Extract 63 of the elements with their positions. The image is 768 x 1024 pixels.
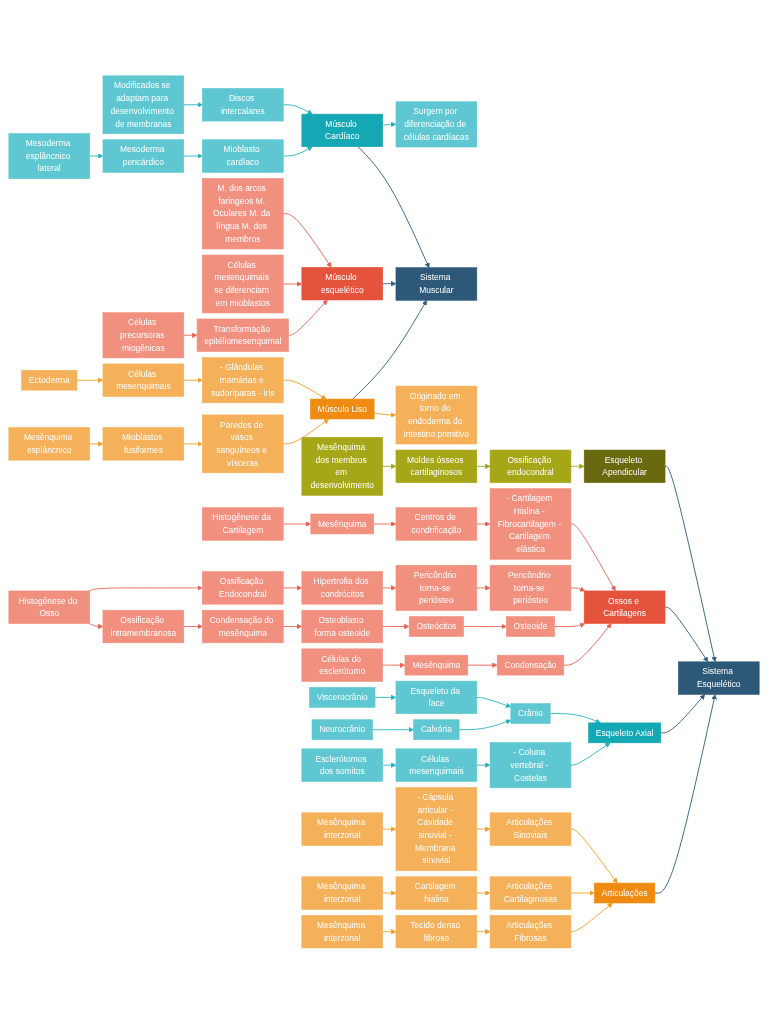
node-box: Mesoderma esplâncnico lateral (8, 133, 90, 180)
node-box: Moldes ósseos cartilaginosos (395, 449, 478, 484)
node-box: - Cartilagem Hialina - Fibrocartilagem - Cartilagem elástica (489, 488, 572, 560)
node-box: Cartilagem hialina (395, 876, 478, 910)
node-box: Osteócitos (408, 616, 464, 637)
node-box: Esqueleto da face (395, 680, 478, 715)
node-box: Histogênese do Osso (8, 590, 90, 624)
node-box: Células mesenquimais (395, 748, 478, 782)
node-box: Viscerocrânio (309, 687, 376, 708)
node-box: Sistema Esquelético (678, 661, 760, 695)
node-box: Células do esclerótomo (301, 648, 383, 682)
node-box: Osteoblasto forma osteoide (301, 610, 383, 644)
node-box: Modificados se adaptam para desenvolvimento de membranas (102, 75, 185, 135)
node-box: Pericôndrio torna-se periósteo (489, 565, 572, 611)
node-box: Surgem por diferenciação de células cardíacas (395, 101, 478, 148)
node-box: Tecido denso fibroso (395, 915, 478, 949)
node-box: Ossificação endocondral (489, 449, 572, 484)
node-box: Originado em torno do endoderma do intestino primitivo (395, 385, 478, 445)
node-box: Hipertrofia dos condrócitos (301, 571, 383, 605)
node-box: M. dos arcos faríngeos M. Oculares M. da língua M. dos membros (202, 178, 284, 250)
node-box: Mesênquima interzonal (301, 812, 383, 846)
node-box: Crânio (510, 703, 551, 724)
node-box: Articulações Sinoviais (489, 812, 572, 846)
node-box: Ossos e Cartilagens (583, 590, 666, 624)
node-box: Discos intercalares (202, 88, 284, 122)
node-box: Ectoderma (21, 370, 78, 391)
node-box: Pericôndrio torna-se periósteo (395, 565, 478, 611)
node-box: Esqueleto Axial (588, 722, 662, 744)
node-box: Ossificação intramembranosa (102, 610, 185, 644)
node-box: Centros de condrificação (395, 507, 478, 541)
node-box: Mesênquima dos membros em desenvolvimento (301, 437, 383, 496)
node-box: Articulações (594, 882, 656, 904)
node-box: Mesênquima (310, 513, 374, 535)
node-box: Esclerótomos dos somitos (301, 748, 383, 782)
node-box: Ossificação Endocondral (202, 571, 284, 605)
node-box: Mesoderma pericárdico (102, 139, 185, 173)
node-box: Sistema Muscular (395, 267, 478, 301)
node-box: Músculo Cardíaco (301, 113, 383, 148)
node-box: Células mesenquimais se diferenciam em mioblastos (202, 254, 284, 314)
node-box: Músculo Liso (310, 398, 375, 420)
node-box: - Coluna vertebral - Costelas (489, 742, 572, 789)
node-box: Mesênquima (404, 655, 469, 676)
node-box: - Cápsula articular - Cavidade sinovial - Membrana sinovial (395, 787, 478, 872)
node-box: Esqueleto Apendicular (583, 449, 666, 484)
node-box: Células precursoras miogênicas (102, 312, 185, 359)
node-box: Mesênquima esplâncnico (8, 427, 90, 461)
node-box: Paredes de vasos sanguíneos e vísceras (202, 414, 284, 474)
node-box: Articulações Cartilaginosas (489, 876, 572, 910)
node-box: Células mesenquimais (102, 363, 185, 397)
node-box: Condensação do mesênquima (202, 610, 284, 644)
node-box: Mesênquima interzonal (301, 876, 383, 910)
node-box: Histogênese da Cartilagem (202, 507, 284, 541)
node-box: Calvária (413, 719, 460, 741)
node-box: Mioblasto cardíaco (202, 139, 284, 173)
node-box: Osteoide (506, 616, 555, 637)
node-box: - Glândulas mamárias e sudoríparas - Íris (202, 357, 284, 404)
node-box: Neurocrânio (311, 719, 373, 741)
node-box: Articulações Fibrosas (489, 915, 572, 949)
node-box: Transformação epitéliomesenquimal (196, 318, 289, 352)
node-box: Condensação (496, 655, 565, 676)
node-box: Músculo esquelético (301, 267, 383, 301)
node-box: Mesênquima interzonal (301, 915, 383, 949)
node-box: Mioblastos fusiformes (102, 427, 185, 461)
